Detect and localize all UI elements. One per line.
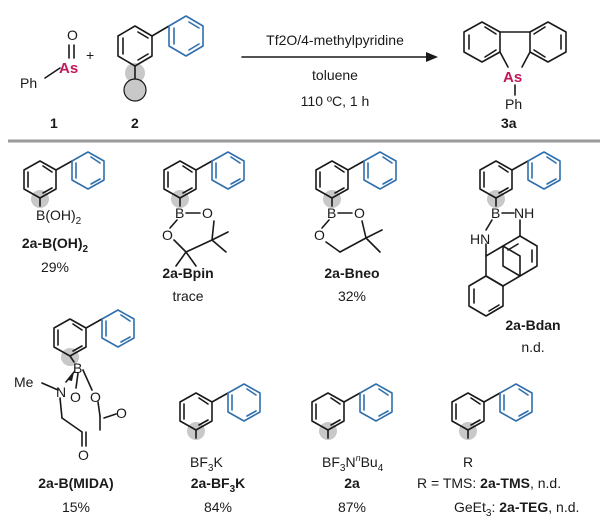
substrate-yield-1: 29% (41, 259, 69, 275)
substrate-yield-4: n.d. (521, 339, 544, 355)
substrate-atom-5-o1: O (70, 389, 81, 405)
substrate-atom-2-o2: O (162, 227, 173, 243)
substrate-atom-4-hn: HN (470, 231, 490, 247)
substrate-2a-bf3k (179, 383, 261, 440)
reagent-biphenyl: 2 (117, 15, 204, 131)
condition-solvent: toluene (312, 67, 358, 83)
substrate-atom-5-o3: O (116, 405, 127, 421)
substrate-2a-bmida (41, 309, 135, 447)
reaction-arrow (241, 52, 438, 62)
substrate-name-2: 2a-Bpin (162, 265, 213, 281)
substrate-group-8: R (463, 454, 473, 470)
substrate-yield-6: 84% (204, 499, 232, 515)
substrate-name-3: 2a-Bneo (324, 265, 379, 281)
compound-number-2: 2 (131, 115, 139, 131)
substrate-atom-4-nh: NH (514, 205, 534, 221)
substrate-yield-7: 87% (338, 499, 366, 515)
substrate-name-6: 2a-BF3K (191, 475, 246, 495)
substrate-group-1: B(OH)2 (36, 207, 82, 227)
substrate-2a-bneo (315, 151, 397, 253)
substrate-2a (311, 383, 393, 440)
substrate-atom-5-b: B (73, 360, 82, 376)
phenyl-label: Ph (20, 75, 37, 91)
substrate-atom-2-b: B (175, 205, 184, 221)
substrate-note-8-line2: GeEt3: 2a-TEG, n.d. (454, 499, 579, 519)
substrate-atom-4-b: B (491, 205, 500, 221)
substrate-atom-2-o1: O (202, 205, 213, 221)
substrate-name-1: 2a-B(OH)2 (22, 235, 89, 255)
substrate-group-6: BF3K (190, 454, 223, 474)
substrate-name-5: 2a-B(MIDA) (38, 475, 113, 491)
substrate-yield-5: 15% (62, 499, 90, 515)
compound-number-1: 1 (50, 115, 58, 131)
substrate-yield-2: trace (172, 288, 203, 304)
substrate-atom-5-o2: O (90, 389, 101, 405)
plus-sign: + (86, 47, 94, 63)
product-arsafluorene: As Ph 3a (463, 21, 567, 131)
substrate-2a-tms-teg (451, 383, 533, 440)
substrate-atom-5-n: N (56, 384, 66, 400)
arsenic-atom: As (59, 60, 78, 77)
condition-temperature: 110 ºC, 1 h (301, 93, 370, 109)
condition-reagents: Tf2O/4-methylpyridine (266, 32, 404, 48)
product-arsenic-atom: As (503, 69, 522, 86)
substrate-atom-3-b: B (327, 205, 336, 221)
substrate-atom-5-me: Me (14, 374, 34, 390)
substrate-atom-3-o1: O (354, 205, 365, 221)
substrate-2a-boh2 (23, 151, 105, 208)
substrate-yield-3: 32% (338, 288, 366, 304)
substrate-group-7: BF3NnBu4 (322, 453, 384, 474)
product-phenyl-label: Ph (505, 96, 522, 112)
substrate-2a-bpin (163, 151, 245, 267)
substrate-name-7: 2a (344, 475, 360, 491)
compound-number-3a: 3a (501, 115, 517, 131)
substrate-note-8-line1: R = TMS: 2a-TMS, n.d. (417, 475, 561, 491)
oxygen-atom: O (67, 27, 78, 43)
substrate-name-4: 2a-Bdan (505, 317, 560, 333)
substrate-atom-3-o2: O (314, 227, 325, 243)
substrate-2a-bdan (468, 151, 561, 317)
reagent-phenylarsine-oxide: O As Ph 1 (20, 27, 78, 131)
substrate-atom-5-o4: O (78, 447, 89, 463)
